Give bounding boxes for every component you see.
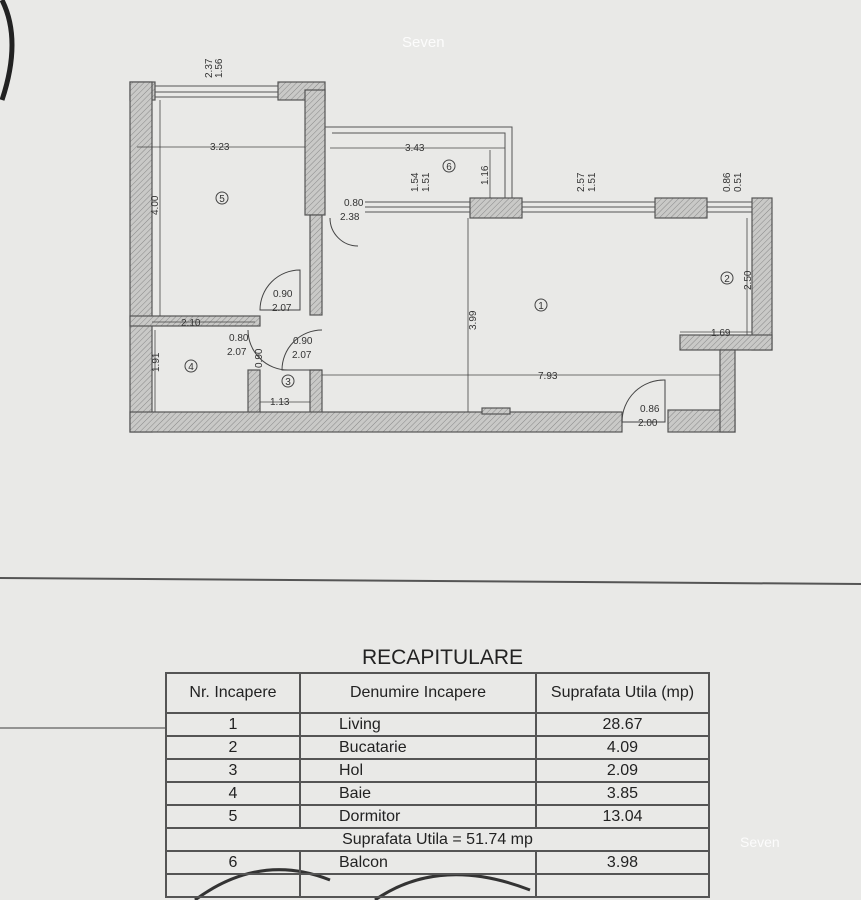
dim-label: 2.38 bbox=[340, 212, 360, 223]
cell-area: 4.09 bbox=[535, 735, 710, 760]
cell-nr: 5 bbox=[165, 804, 301, 829]
cell-area: 3.98 bbox=[535, 850, 710, 875]
cell-nr: 2 bbox=[165, 735, 301, 760]
dim-label: 2.07 bbox=[227, 347, 247, 358]
header-area: Suprafata Utila (mp) bbox=[535, 672, 710, 714]
cell-name: Balcon bbox=[299, 850, 537, 875]
cell-area: 3.85 bbox=[535, 781, 710, 806]
room-marker: 2 bbox=[724, 274, 730, 285]
windows bbox=[155, 85, 752, 213]
cell-area: 13.04 bbox=[535, 804, 710, 829]
cell-name: Dormitor bbox=[299, 804, 537, 829]
dim-label: 2.07 bbox=[272, 303, 292, 314]
dim-label: 2.00 bbox=[638, 418, 658, 429]
summary-title: RECAPITULARE bbox=[361, 646, 524, 669]
dim-label: 1.54 bbox=[410, 172, 421, 192]
dim-label: 0.86 bbox=[640, 404, 660, 415]
dim-label: 2.10 bbox=[181, 318, 201, 329]
dim-label: 1.69 bbox=[711, 328, 731, 339]
dim-label: 1.13 bbox=[270, 397, 290, 408]
dim-label: 0.80 bbox=[344, 198, 364, 209]
room-marker: 3 bbox=[285, 377, 291, 388]
header-name: Denumire Incapere bbox=[299, 672, 537, 714]
dim-label: 7.93 bbox=[538, 371, 558, 382]
stamp-arc bbox=[0, 0, 15, 101]
cell-nr: 6 bbox=[165, 850, 301, 875]
summary-table: Nr. Incapere Denumire Incapere Suprafata… bbox=[165, 672, 710, 898]
dim-label: 0.80 bbox=[229, 333, 249, 344]
cell-area: 2.09 bbox=[535, 758, 710, 783]
cell-area: 28.67 bbox=[535, 712, 710, 737]
dim-label: 1.56 bbox=[214, 58, 225, 78]
dim-label: 3.43 bbox=[405, 143, 425, 154]
cell-name: Hol bbox=[299, 758, 537, 783]
room-markers: 1 2 3 4 5 6 bbox=[184, 159, 734, 388]
dim-label: 0.90 bbox=[293, 336, 313, 347]
walls bbox=[129, 81, 773, 433]
cell-empty bbox=[535, 873, 710, 898]
cell-name: Living bbox=[299, 712, 537, 737]
dim-label: 0.86 bbox=[722, 172, 733, 192]
separator-line bbox=[0, 577, 861, 585]
table-header: Nr. Incapere Denumire Incapere Suprafata… bbox=[165, 672, 710, 714]
room-marker: 1 bbox=[538, 301, 544, 312]
cell-nr: 3 bbox=[165, 758, 301, 783]
dim-label: 1.16 bbox=[480, 165, 491, 185]
header-nr: Nr. Incapere bbox=[165, 672, 301, 714]
total-area: Suprafata Utila = 51.74 mp bbox=[165, 827, 710, 852]
dim-label: 0.51 bbox=[733, 172, 744, 192]
cell-nr: 1 bbox=[165, 712, 301, 737]
cell-name: Bucatarie bbox=[299, 735, 537, 760]
dimension-lines bbox=[137, 100, 752, 412]
watermark: Seven bbox=[740, 834, 780, 850]
dim-label: 0.90 bbox=[273, 289, 293, 300]
dim-label: 0.90 bbox=[254, 348, 265, 368]
dim-label: 2.50 bbox=[743, 270, 754, 290]
dim-label: 3.23 bbox=[210, 142, 230, 153]
dim-label: 2.07 bbox=[292, 350, 312, 361]
door-swings bbox=[247, 217, 666, 423]
total-row: Suprafata Utila = 51.74 mp bbox=[165, 827, 710, 852]
dim-label: 2.37 bbox=[204, 58, 215, 78]
cell-empty bbox=[165, 873, 301, 898]
dim-label: 4.00 bbox=[150, 195, 161, 215]
room-marker: 6 bbox=[446, 162, 452, 173]
dim-label: 1.51 bbox=[587, 172, 598, 192]
cell-name: Baie bbox=[299, 781, 537, 806]
watermark: Seven bbox=[402, 34, 445, 51]
cell-empty bbox=[299, 873, 537, 898]
table-row-empty bbox=[165, 873, 710, 898]
room-marker: 5 bbox=[219, 194, 225, 205]
dim-label: 2.57 bbox=[576, 172, 587, 192]
dim-label: 3.99 bbox=[468, 310, 479, 330]
dimension-labels: 2.37 1.56 3.23 4.00 3.43 1.16 0.80 2.38 … bbox=[150, 58, 754, 429]
dim-label: 1.91 bbox=[151, 352, 162, 372]
room-marker: 4 bbox=[188, 362, 194, 373]
dim-label: 1.51 bbox=[421, 172, 432, 192]
cell-nr: 4 bbox=[165, 781, 301, 806]
